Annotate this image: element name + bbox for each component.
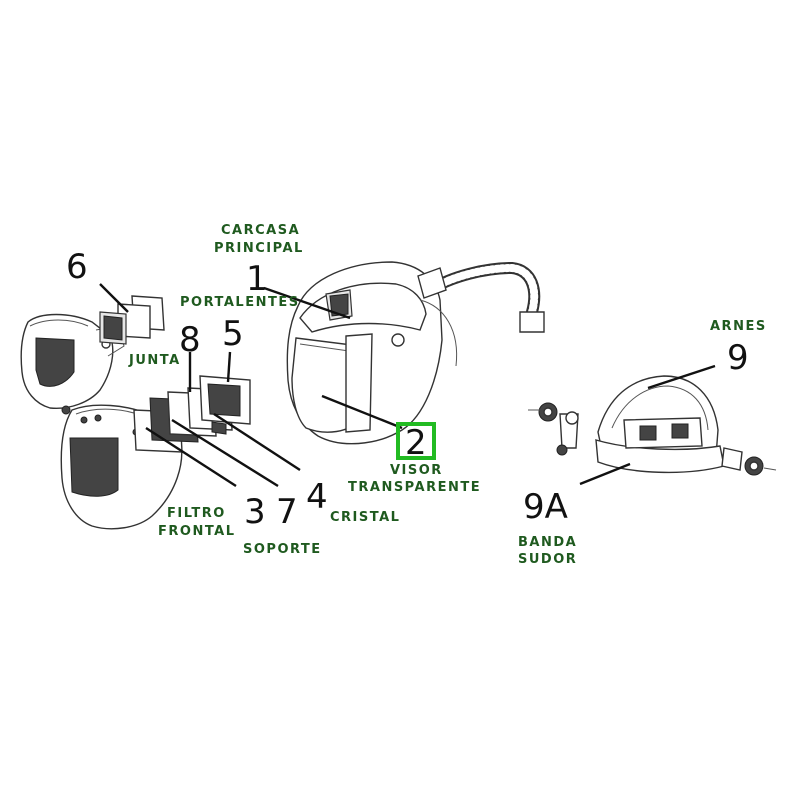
label-visor-line2: TRANSPARENTE <box>348 480 481 495</box>
label-junta: JUNTA <box>128 353 181 368</box>
label-soporte: SOPORTE <box>243 542 322 557</box>
callout-2: 2 <box>405 423 427 463</box>
small-helmet-illustration <box>20 313 125 415</box>
label-filtro-line1: FILTRO <box>167 506 226 521</box>
callout-4: 4 <box>306 477 328 517</box>
label-banda-line2: SUDOR <box>518 552 577 567</box>
callout-3: 3 <box>244 492 266 532</box>
label-banda-line1: BANDA <box>518 535 577 550</box>
label-filtro-line2: FRONTAL <box>158 524 236 539</box>
label-portalentes: PORTALENTES <box>180 295 300 310</box>
label-cristal: CRISTAL <box>330 510 400 525</box>
air-hose <box>417 261 545 333</box>
label-carcasa-line2: PRINCIPAL <box>214 241 304 256</box>
callout-6: 6 <box>66 247 88 287</box>
callout-numbers: 1 2 3 4 5 6 7 8 9 9A <box>66 247 749 532</box>
part-6-plates <box>99 295 165 345</box>
part-labels: CARCASA PRINCIPAL PORTALENTES JUNTA VISO… <box>128 223 767 567</box>
callout-2-highlight-box <box>396 422 436 460</box>
label-carcasa-line1: CARCASA <box>221 223 300 238</box>
callout-5: 5 <box>222 314 244 354</box>
callout-1: 1 <box>246 259 268 299</box>
label-arnes: ARNES <box>710 319 767 334</box>
callout-9a: 9A <box>523 487 568 527</box>
callout-9: 9 <box>727 338 749 378</box>
callout-7: 7 <box>276 492 298 532</box>
callout-8: 8 <box>179 320 201 360</box>
label-visor-line1: VISOR <box>390 463 443 478</box>
leader-lines <box>99 283 716 488</box>
head-harness-illustration <box>528 375 777 476</box>
filter-plates-stack <box>133 375 251 453</box>
